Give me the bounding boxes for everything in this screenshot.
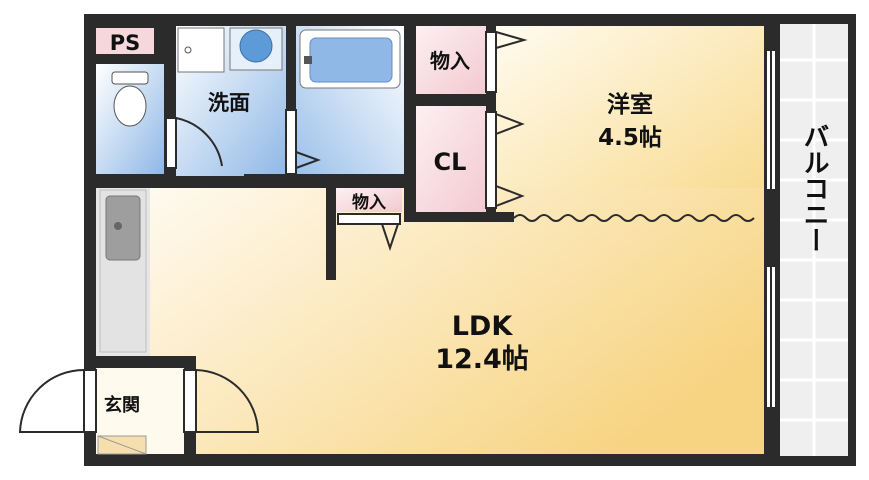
western-room-size: 4.5帖 (598, 125, 662, 151)
ldk-size: 12.4帖 (435, 344, 529, 375)
kitchen-counter (99, 189, 147, 353)
doors (18, 31, 777, 433)
western-room-name: 洋室 (607, 91, 653, 118)
closet-label: CL (434, 148, 467, 176)
washroom-label: 洗面 (208, 91, 250, 115)
western-room-floor (496, 26, 764, 218)
storage-mid-label: 物入 (352, 192, 386, 213)
storage-mid-floor (336, 188, 402, 212)
toilet-icon (111, 71, 149, 127)
washbasin-icon (177, 27, 283, 73)
closet-floor (416, 106, 486, 214)
balcony-label: バルコニー (799, 123, 829, 253)
storage-top-label: 物入 (430, 49, 470, 73)
entrance-label: 玄関 (104, 394, 140, 416)
shoe-box (97, 435, 147, 455)
ldk-floor (148, 188, 764, 454)
ps-label: PS (110, 31, 141, 55)
storage-top-floor (416, 26, 486, 94)
balcony (776, 14, 856, 466)
bathtub-icon (299, 29, 401, 89)
curtain-line (513, 214, 755, 222)
ps-box (96, 28, 154, 56)
ldk-name: LDK (452, 311, 514, 342)
